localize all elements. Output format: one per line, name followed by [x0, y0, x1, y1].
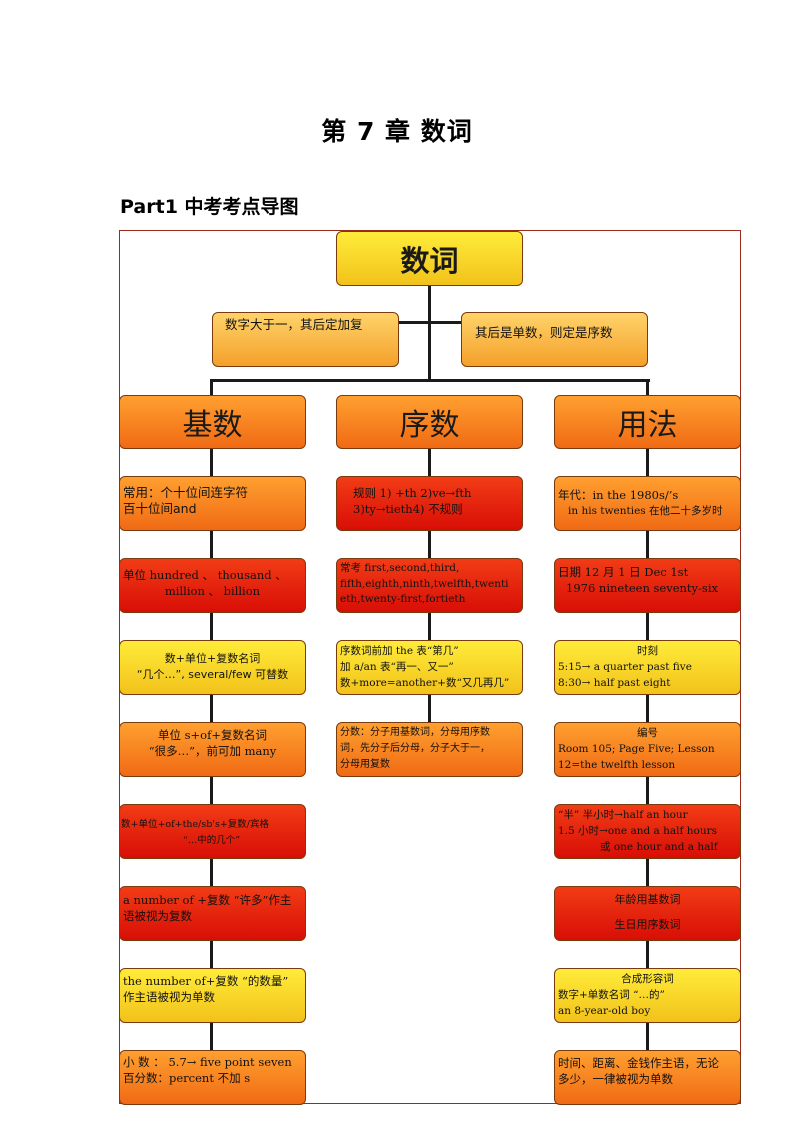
usage-node-3-line-3: 8:30→ half past eight — [558, 677, 671, 689]
cardinal-node-2-line-1: 单位 hundred 、 thousand 、 — [123, 568, 287, 582]
usage-node-3: 时刻 5:15→ a quarter past five 8:30→ half … — [554, 640, 741, 695]
usage-node-4-line-1: 编号 — [637, 727, 658, 739]
usage-node-4: 编号 Room 105; Page Five; Lesson 12=the tw… — [554, 722, 741, 777]
rule-right-text: 其后是单数，则定是序数 — [475, 325, 613, 340]
connector-rule-bar — [398, 321, 462, 324]
cardinal-node-2: 单位 hundred 、 thousand 、 million 、 billio… — [119, 558, 306, 613]
ordinal-node-4-line-1: 分数：分子用基数词，分母用序数 — [340, 727, 490, 738]
usage-node-5-line-2: 1.5 小时→one and a half hours — [558, 825, 718, 837]
cardinal-node-3-line-1: 数+单位+复数名词 — [164, 652, 261, 665]
usage-node-8: 时间、距离、金钱作主语，无论 多少，一律被视为单数 — [554, 1050, 741, 1105]
usage-node-7-line-1: 合成形容词 — [621, 973, 674, 985]
cardinal-node-4: 单位 s+of+复数名词 “很多…”，前可加 many — [119, 722, 306, 777]
usage-node-7-line-3: an 8-year-old boy — [558, 1005, 651, 1017]
cardinal-node-4-line-2: “很多…”，前可加 many — [148, 744, 277, 758]
cardinal-node-3: 数+单位+复数名词 “几个…”, several/few 可替数 — [119, 640, 306, 695]
usage-node-8-line-2: 多少，一律被视为单数 — [558, 1072, 673, 1086]
part-heading: Part1 中考考点导图 — [120, 196, 299, 218]
usage-node-5-line-3: 或 one hour and a half — [600, 841, 718, 853]
cardinal-node-3-line-2: “几个…”, several/few 可替数 — [136, 668, 289, 681]
ordinal-node-4-line-2: 词，先分子后分母，分子大于一， — [340, 743, 490, 754]
usage-node-1-line-2: in his twenties 在他二十多岁时 — [568, 505, 723, 517]
ordinal-node-1-line-2: 3)ty→tieth4) 不规则 — [353, 502, 463, 516]
usage-node-6-line-2: 生日用序数词 — [614, 918, 681, 931]
connector-branch-bar — [210, 379, 650, 382]
usage-node-2: 日期 12 月 1 日 Dec 1st 1976 nineteen sevent… — [554, 558, 741, 613]
ordinal-node-2-line-1: 常考 first,second,third, — [340, 562, 460, 574]
usage-node-2-line-2: 1976 nineteen seventy-six — [566, 581, 718, 595]
usage-node-4-line-2: Room 105; Page Five; Lesson — [558, 743, 715, 755]
usage-node-1-line-1: 年代：in the 1980s/’s — [558, 488, 679, 502]
ordinal-node-1-line-1: 规则 1) +th 2)ve→fth — [353, 486, 472, 500]
usage-node-5: “半” 半小时→half an hour 1.5 小时→one and a ha… — [554, 804, 741, 859]
cardinal-node-2-line-2: million 、 billion — [164, 584, 261, 598]
ordinal-node-3: 序数词前加 the 表“第几” 加 a/an 表“再一、又一” 数+more=a… — [336, 640, 523, 695]
connector-branch-left — [210, 379, 213, 395]
usage-node-3-line-2: 5:15→ a quarter past five — [558, 661, 692, 673]
ordinal-node-3-line-2: 加 a/an 表“再一、又一” — [340, 661, 454, 673]
ordinal-node-2-line-2: fifth,eighth,ninth,twelfth,twenti — [340, 577, 509, 590]
usage-node-4-line-3: 12=the twelfth lesson — [558, 759, 676, 771]
cardinal-node-4-line-1: 单位 s+of+复数名词 — [157, 728, 267, 742]
cardinal-node-7-line-2: 作主语被视为单数 — [123, 990, 215, 1004]
connector-branch-right — [646, 379, 649, 395]
usage-node-2-line-1: 日期 12 月 1 日 Dec 1st — [558, 565, 689, 579]
usage-node-3-line-1: 时刻 — [637, 645, 658, 657]
cardinal-node-1-line-1: 常用：个十位间连字符 — [123, 485, 249, 500]
cardinal-node-6-line-2: 语被视为复数 — [123, 909, 192, 923]
usage-node-6-line-1: 年龄用基数词 — [614, 893, 681, 906]
ordinal-node-3-line-1: 序数词前加 the 表“第几” — [340, 645, 459, 657]
ordinal-node-4: 分数：分子用基数词，分母用序数 词，先分子后分母，分子大于一， 分母用复数 — [336, 722, 523, 777]
header-usage: 用法 — [554, 395, 741, 449]
cardinal-node-1: 常用：个十位间连字符 百十位间and — [119, 476, 306, 531]
cardinal-node-8-line-2: 百分数：percent 不加 s — [123, 1071, 251, 1085]
header-ordinal: 序数 — [336, 395, 523, 449]
cardinal-node-5-line-2: “…中的几个” — [182, 835, 241, 846]
page-title: 第 7 章 数词 — [321, 117, 473, 146]
cardinal-node-7: the number of+复数 “的数量” 作主语被视为单数 — [119, 968, 306, 1023]
usage-node-8-line-1: 时间、距离、金钱作主语，无论 — [558, 1056, 719, 1070]
cardinal-node-5: 数+单位+of+the/sb's+复数/宾格 “…中的几个” — [119, 804, 306, 859]
rule-left-text: 数字大于一，其后定加复 — [225, 317, 363, 332]
ordinal-node-3-line-3: 数+more=another+数“又几再几” — [340, 677, 510, 689]
usage-node-7: 合成形容词 数字+单数名词 “…的” an 8-year-old boy — [554, 968, 741, 1023]
rule-left-node: 数字大于一，其后定加复 — [212, 312, 399, 367]
cardinal-node-8-line-1: 小 数 ： 5.7→ five point seven — [123, 1055, 292, 1069]
cardinal-node-6: a number of +复数 “许多”作主 语被视为复数 — [119, 886, 306, 941]
connector-root-down — [428, 285, 431, 380]
cardinal-node-8: 小 数 ： 5.7→ five point seven 百分数：percent … — [119, 1050, 306, 1105]
root-node: 数词 — [336, 231, 523, 286]
ordinal-node-1: 规则 1) +th 2)ve→fth 3)ty→tieth4) 不规则 — [336, 476, 523, 531]
cardinal-node-1-line-2: 百十位间and — [123, 501, 197, 516]
usage-node-1: 年代：in the 1980s/’s in his twenties 在他二十多… — [554, 476, 741, 531]
rule-right-node: 其后是单数，则定是序数 — [461, 312, 648, 367]
cardinal-node-5-line-1: 数+单位+of+the/sb's+复数/宾格 — [121, 819, 269, 830]
usage-node-7-line-2: 数字+单数名词 “…的” — [558, 989, 665, 1001]
cardinal-node-6-line-1: a number of +复数 “许多”作主 — [123, 893, 292, 907]
ordinal-node-4-line-3: 分母用复数 — [340, 759, 390, 770]
ordinal-node-2-line-3: eth,twenty-first,fortieth — [340, 593, 466, 605]
cardinal-node-7-line-1: the number of+复数 “的数量” — [123, 974, 289, 988]
header-cardinal: 基数 — [119, 395, 306, 449]
ordinal-node-2: 常考 first,second,third, fifth,eighth,nint… — [336, 558, 523, 613]
usage-node-5-line-1: “半” 半小时→half an hour — [558, 809, 688, 821]
usage-node-6: 年龄用基数词 生日用序数词 — [554, 886, 741, 941]
